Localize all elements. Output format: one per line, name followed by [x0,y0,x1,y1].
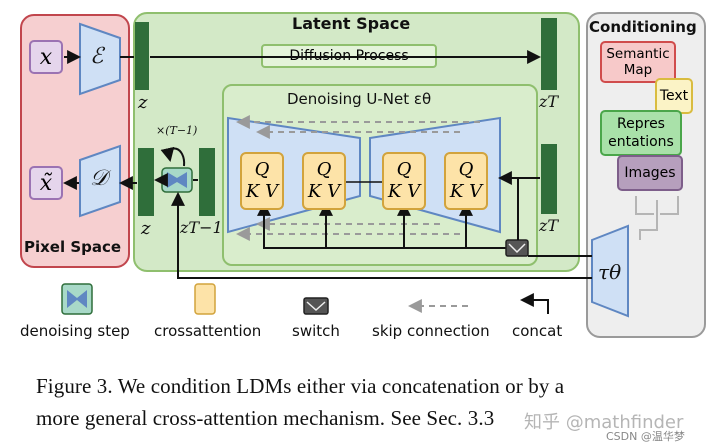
text-item-text: Text [659,88,689,104]
semantic-map-box: Semantic Map [600,41,676,83]
legend-concat-icon [519,293,549,314]
legend-denoising-glyph-1 [67,290,77,308]
csdn-watermark: CSDN @温华梦 [606,430,685,443]
latent-block-zT1 [199,148,215,216]
representations-box: Repres entations [600,110,682,156]
cross-attention-block-4: Q K V [444,152,488,210]
loop-count-label: ×(T−1) [156,124,198,137]
legend-switch-icon [303,297,329,315]
cond-line-4 [459,201,510,249]
legend-skip-connection-label: skip connection [372,322,490,340]
legend-crossattention-label: crossattention [154,322,262,340]
concat-from-zT [517,177,540,240]
legend-switch-label: switch [292,322,340,340]
zT1-label: zT−1 [180,218,223,237]
input-x-box: x [29,40,63,74]
cross-attention-block-1: Q K V [240,152,284,210]
decoder-trapezoid [79,144,121,218]
switch-icon [505,239,529,257]
switch-icon-glyph [508,243,526,254]
latent-block-zT-top [541,18,557,90]
attn-2-q: Q [316,159,332,180]
attn-4-q: Q [458,159,474,180]
attn-3-kv: K V [387,181,421,202]
cross-attention-block-2: Q K V [302,152,346,210]
latent-block-z-bottom [138,148,154,216]
latent-block-zT-bottom [541,144,557,214]
output-x-tilde-symbol: x̃ [39,170,53,196]
tau-theta-trapezoid [591,224,629,318]
semantic-map-text: Semantic Map [606,46,670,78]
representations-text: Repres entations [608,116,674,150]
conditioning-funnel [635,196,679,240]
attn-3-q: Q [396,159,412,180]
pixel-space-title: Pixel Space [24,238,122,256]
images-box: Images [617,155,683,191]
attn-1-kv: K V [245,181,279,202]
tau-theta-label: τθ [598,260,622,284]
input-x-symbol: x [39,44,53,70]
zhihu-watermark: 知乎 @mathfinder [524,412,684,433]
denoising-step-icon-glyph-2 [177,172,187,188]
images-text: Images [624,165,676,181]
legend-denoising-step-label: denoising step [20,322,130,340]
figure-caption-line-2: more general cross-attention mechanism. … [36,406,495,430]
legend-switch-glyph [306,301,326,312]
zT-bottom-label: zT [539,216,559,235]
attn-1-q: Q [254,159,270,180]
decoder-symbol: 𝒟 [90,166,108,191]
z-top-label: z [138,92,148,113]
legend-denoising-glyph-2 [77,290,87,308]
encoder-symbol: ℰ [90,44,104,69]
attn-2-kv: K V [307,181,341,202]
zT-top-label: zT [539,92,559,111]
legend-crossattention-icon [194,283,216,315]
figure-caption-line-1: Figure 3. We condition LDMs either via c… [36,374,565,398]
latent-block-z-top [135,22,149,90]
encoder-trapezoid [79,22,121,96]
output-x-tilde-box: x̃ [29,166,63,200]
cross-attention-block-3: Q K V [382,152,426,210]
latent-space-title: Latent Space [292,14,411,33]
tau-to-denoise-step [171,191,592,279]
attn-4-kv: K V [449,181,483,202]
legend-concat-label: concat [512,322,563,340]
unet-title: Denoising U-Net εθ [287,90,432,108]
denoising-step-icon-glyph [167,172,177,188]
loop-arrow [160,146,186,167]
conditioning-title: Conditioning [589,18,697,36]
z-bottom-label: z [141,218,151,239]
